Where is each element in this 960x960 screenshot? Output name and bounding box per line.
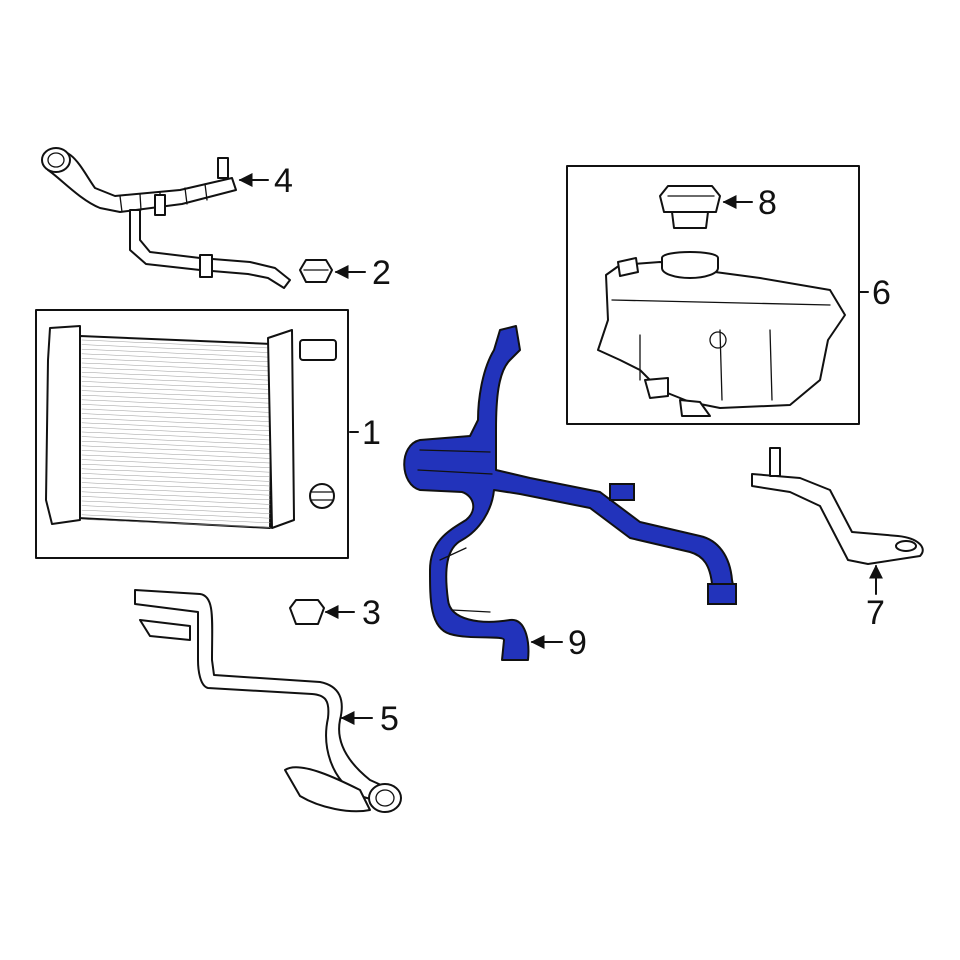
callout-1: 1 <box>349 414 381 452</box>
radiator-fin-line <box>81 482 271 491</box>
radiator-fin-line <box>81 491 271 501</box>
part-7-bracket[interactable] <box>751 447 924 565</box>
callout-4: 4 <box>238 162 293 200</box>
radiator-fin-line <box>81 496 271 505</box>
radiator-fin-line <box>81 519 271 528</box>
radiator-fin-line <box>81 376 271 386</box>
radiator-fin-line <box>81 348 271 358</box>
radiator-fin-line <box>81 440 271 450</box>
radiator-fin-line <box>81 367 271 376</box>
radiator-fin-line <box>81 468 271 478</box>
radiator-fin-line <box>81 404 271 413</box>
callout-8: 8 <box>722 184 777 222</box>
callout-3: 3 <box>324 594 381 632</box>
svg-text:4: 4 <box>274 162 293 200</box>
part-3-clip[interactable] <box>289 599 325 625</box>
radiator-fin-line <box>81 463 271 473</box>
radiator-fin-line <box>81 436 271 445</box>
part-2-clip[interactable] <box>299 259 333 283</box>
radiator-fin-line <box>81 422 271 432</box>
radiator-fin-line <box>81 371 271 381</box>
radiator-fin-line <box>81 344 271 353</box>
radiator-fin-line <box>81 390 271 399</box>
radiator-fin-line <box>81 413 271 422</box>
radiator-fin-line <box>81 339 271 349</box>
part-4-upper-hose[interactable] <box>41 147 291 289</box>
part-1-radiator[interactable] <box>35 309 349 559</box>
radiator-fin-line <box>81 500 271 510</box>
radiator-fin-line <box>81 450 271 459</box>
callout-7: 7 <box>866 564 885 632</box>
part-9-heater-hose[interactable] <box>403 325 737 661</box>
radiator-fin-line <box>81 431 271 441</box>
radiator-fin-line <box>81 509 271 519</box>
radiator-fin-line <box>81 427 271 436</box>
part-5-lower-hose[interactable] <box>134 589 402 813</box>
radiator-fin-line <box>81 486 271 496</box>
radiator-fin-line <box>81 514 271 524</box>
radiator-fin-line <box>81 394 271 404</box>
svg-text:6: 6 <box>872 274 891 312</box>
radiator-fin-line <box>81 459 271 468</box>
radiator-fin-line <box>81 358 271 367</box>
radiator-fin-line <box>81 417 271 427</box>
radiator-fin-line <box>81 362 271 372</box>
callout-6: 6 <box>859 274 891 312</box>
radiator-fin-line <box>81 353 271 363</box>
callout-5: 5 <box>340 700 399 738</box>
svg-text:7: 7 <box>866 594 885 632</box>
radiator-fin-line <box>81 408 271 418</box>
radiator-fin-line <box>81 399 271 409</box>
callout-2: 2 <box>334 254 391 292</box>
part-8-cap[interactable] <box>659 185 721 229</box>
radiator-fin-line <box>81 473 271 482</box>
callout-9: 9 <box>530 624 587 662</box>
radiator-fin-line <box>81 505 271 514</box>
radiator-fin-line <box>81 385 271 395</box>
svg-text:1: 1 <box>362 414 381 452</box>
svg-text:9: 9 <box>568 624 587 662</box>
svg-text:5: 5 <box>380 700 399 738</box>
part-6-reservoir[interactable] <box>566 165 860 425</box>
radiator-fin-line <box>81 454 271 464</box>
radiator-fin-line <box>81 477 271 487</box>
svg-text:8: 8 <box>758 184 777 222</box>
radiator-fin-line <box>81 381 271 390</box>
svg-text:2: 2 <box>372 254 391 292</box>
svg-text:3: 3 <box>362 594 381 632</box>
radiator-fin-line <box>81 445 271 455</box>
